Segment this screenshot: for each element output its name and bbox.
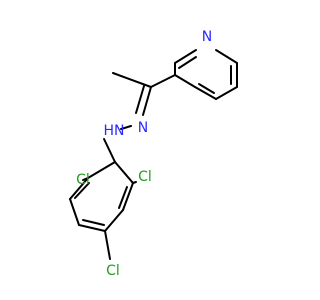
bond <box>194 86 217 100</box>
bond <box>118 186 128 209</box>
bond <box>120 125 132 130</box>
bond <box>103 138 116 163</box>
bond <box>114 161 134 184</box>
bond <box>78 224 106 232</box>
bond <box>174 74 196 88</box>
bond <box>215 86 238 100</box>
bond <box>132 181 137 184</box>
atom-label-nh: HN <box>104 123 125 139</box>
molecule-structure: N N HN Cl Cl Cl <box>0 0 300 300</box>
chlorine-bonds <box>82 177 137 260</box>
atom-label-cl-left: Cl <box>76 172 90 188</box>
bond <box>69 198 80 226</box>
bond <box>215 49 238 64</box>
atom-label-n-imine: N <box>138 120 148 136</box>
bond <box>112 72 152 88</box>
trichlorophenyl-ring <box>69 161 134 232</box>
bond <box>174 49 197 64</box>
bond <box>82 177 89 181</box>
bond <box>178 56 197 69</box>
bond <box>135 85 145 114</box>
bond <box>150 74 176 88</box>
atom-label-cl-para: Cl <box>106 263 120 279</box>
bond <box>122 182 134 211</box>
atom-label-n-pyridine: N <box>202 29 212 45</box>
bond <box>69 177 89 200</box>
pyridine-ring <box>174 49 238 100</box>
bond <box>198 83 215 94</box>
hydrazone-chain <box>103 72 176 163</box>
background <box>0 0 300 300</box>
atom-label-cl-right: Cl <box>138 169 152 185</box>
bond <box>87 161 116 179</box>
bond <box>104 230 111 260</box>
bond <box>104 209 124 232</box>
bond <box>82 219 105 226</box>
bond <box>74 182 90 199</box>
bond <box>142 86 152 116</box>
